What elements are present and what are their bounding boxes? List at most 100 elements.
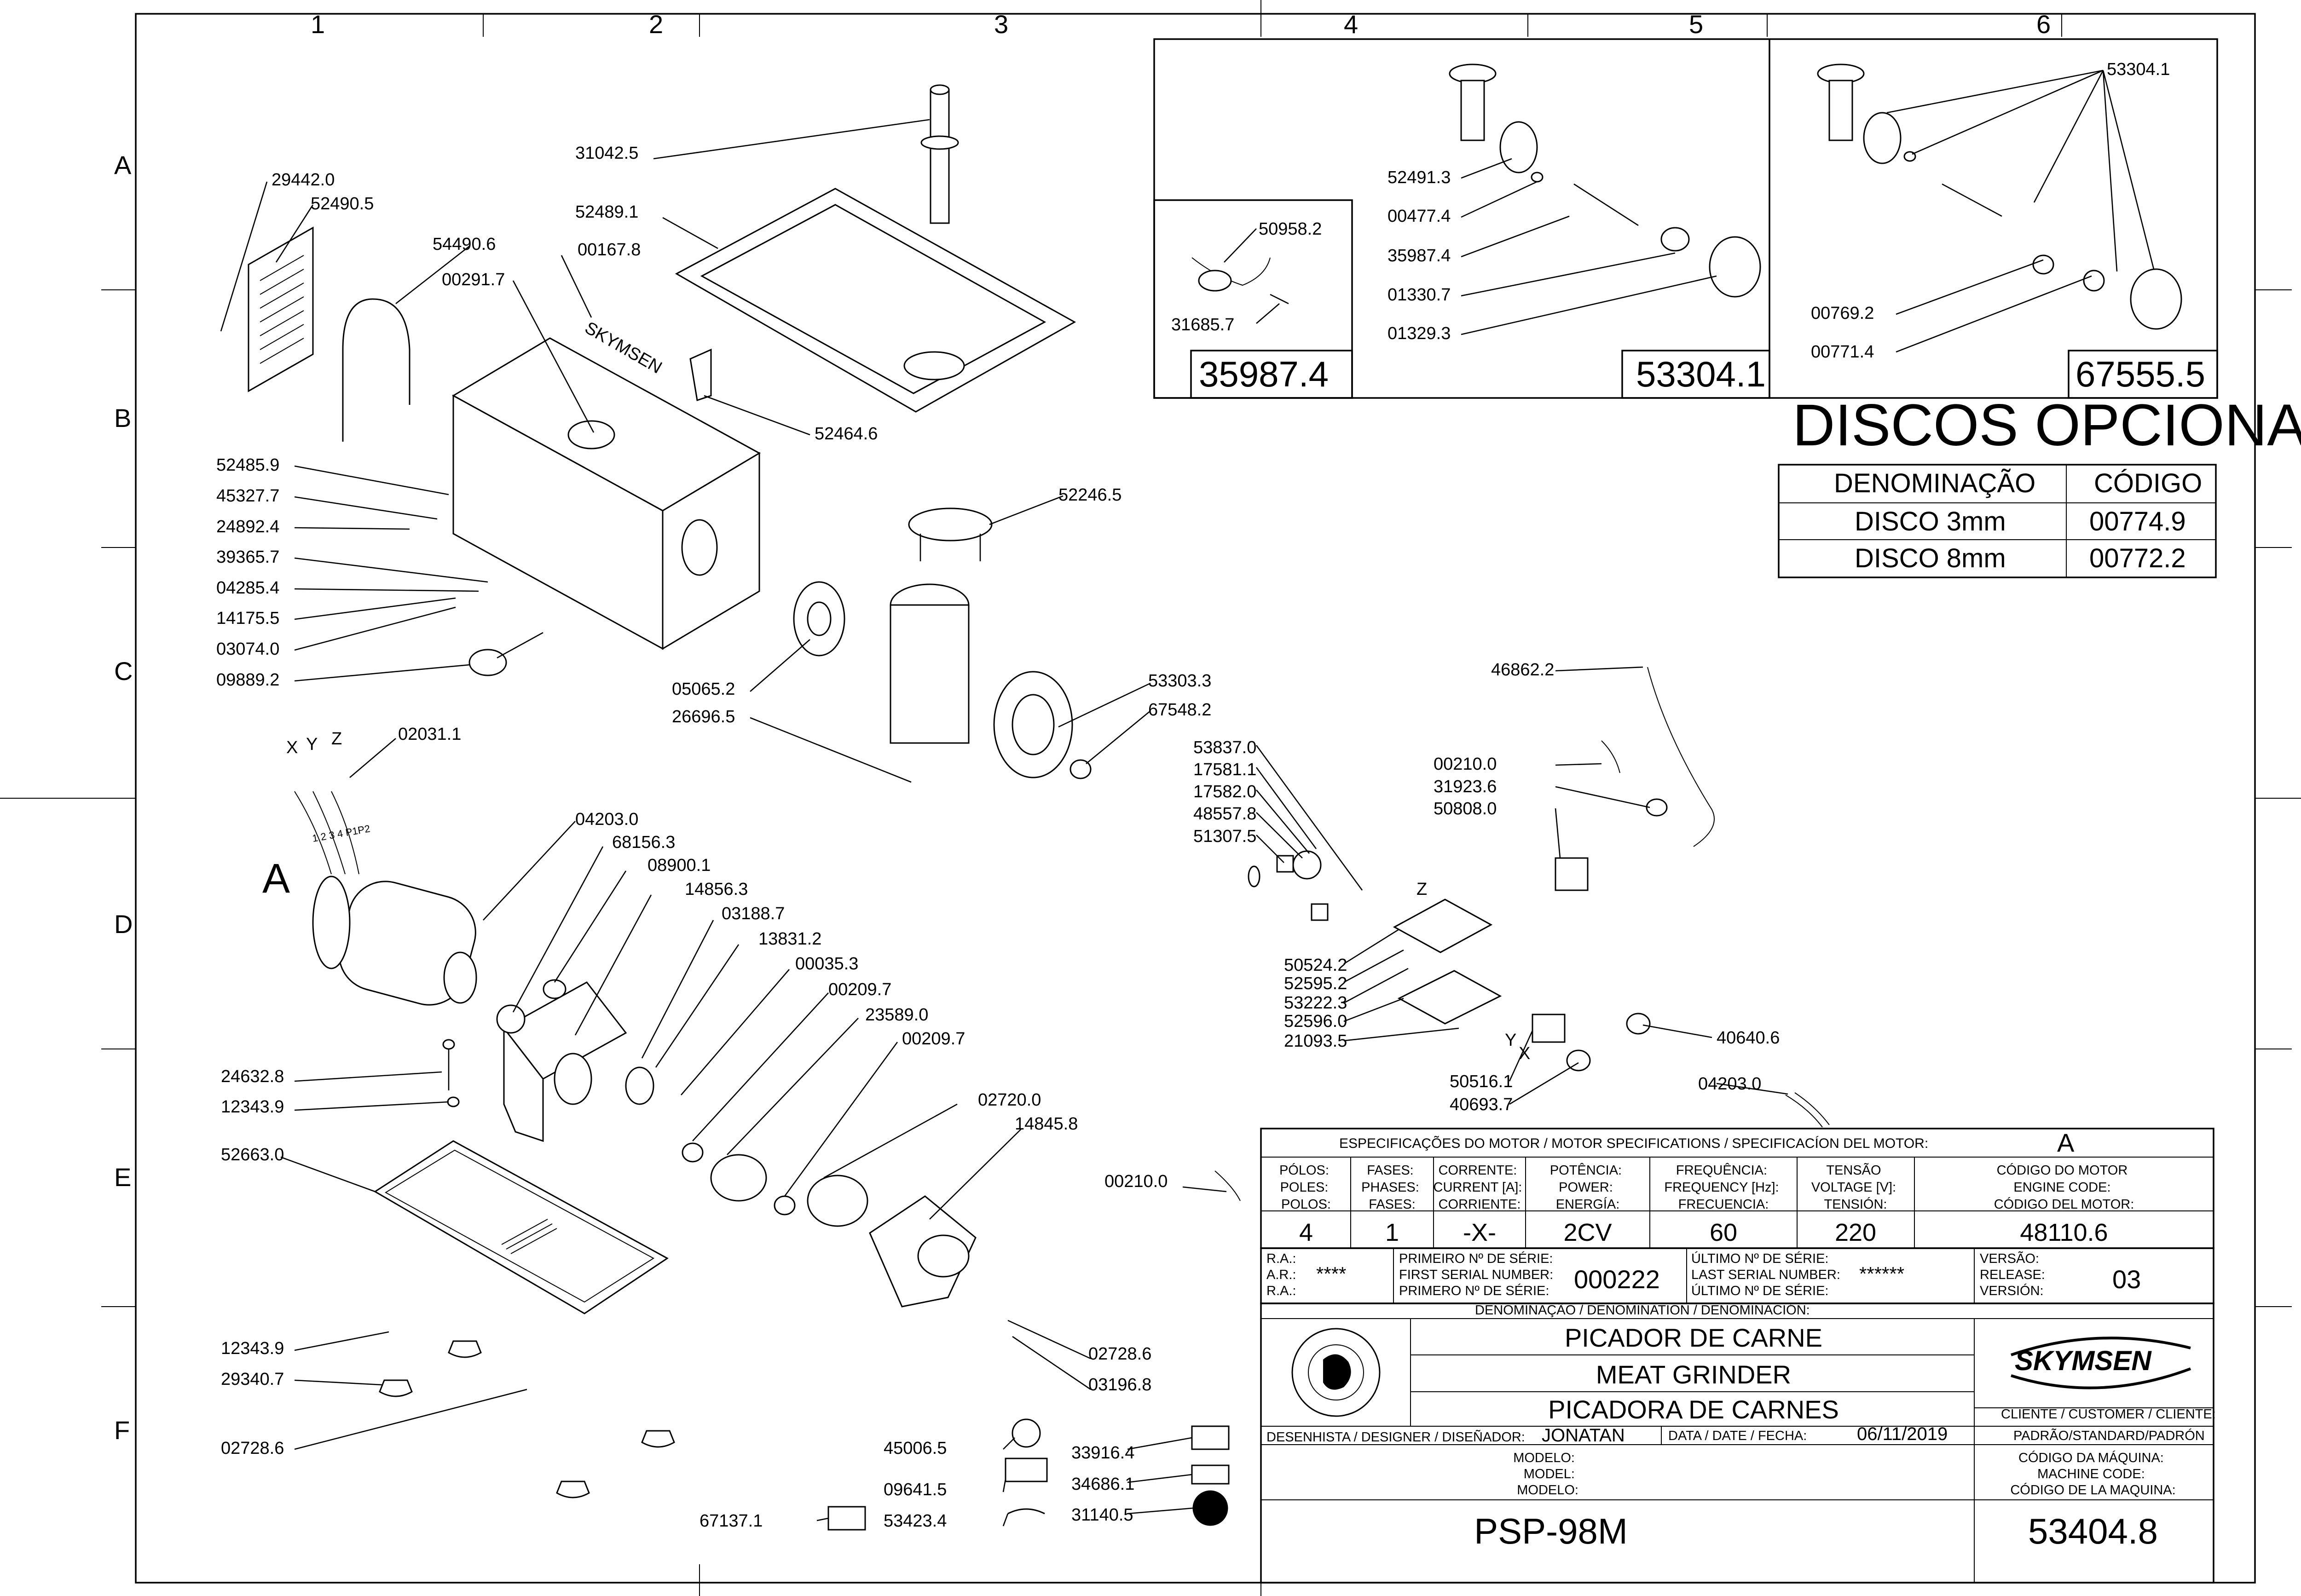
part-label: 00167.8 [578, 240, 641, 259]
axis-z: Z [331, 729, 342, 749]
part-label: 40693.7 [1450, 1095, 1513, 1114]
part-label: 04203.0 [1698, 1074, 1761, 1094]
name-en: MEAT GRINDER [1596, 1360, 1791, 1389]
part-label: 53304.1 [2107, 60, 2170, 79]
part-label: 21093.5 [1284, 1031, 1347, 1051]
part-label: 12343.9 [221, 1097, 284, 1117]
ra-value: **** [1316, 1263, 1346, 1285]
grid-col-2: 2 [649, 10, 663, 39]
machine-code-value: 53404.8 [2028, 1511, 2158, 1551]
motor-spec-table: ESPECIFICAÇÕES DO MOTOR / MOTOR SPECIFIC… [1260, 1128, 2214, 1249]
part-label: 08900.1 [648, 856, 711, 875]
grid-col-5: 5 [1689, 10, 1703, 39]
spec-frequency: 60 [1710, 1219, 1737, 1246]
spec-current: -X- [1463, 1219, 1496, 1246]
part-label: 17581.1 [1193, 760, 1256, 779]
axis-x-right: X [1519, 1044, 1530, 1063]
motor-marker: A [262, 856, 290, 902]
part-label: 31140.5 [1071, 1505, 1133, 1525]
optional-discs-table: DISCOS OPCIONAIS DENOMINAÇÃO CÓDIGO DISC… [1778, 392, 2301, 578]
part-label: 52464.6 [815, 424, 878, 444]
part-label: 45006.5 [884, 1439, 947, 1458]
part-label: 02720.0 [978, 1090, 1041, 1110]
part-label: 52595.2 [1284, 974, 1347, 993]
part-label: 67548.2 [1148, 700, 1211, 720]
date-label: DATA / DATE / FECHA: [1668, 1429, 1807, 1443]
denomination-label: DENOMINAÇÃO / DENOMINATION / DENOMINACIÓ… [1475, 1302, 1810, 1318]
designer-label: DESENHISTA / DESIGNER / DISEÑADOR: [1266, 1429, 1525, 1445]
kit-code: 53304.1 [1636, 354, 1766, 394]
disc-code: 00774.9 [2089, 507, 2186, 536]
disc-code: 00772.2 [2089, 543, 2186, 573]
part-label: 67137.1 [700, 1511, 763, 1531]
part-label: 03196.8 [1088, 1375, 1151, 1394]
part-label: 05065.2 [672, 680, 735, 699]
part-label: 02031.1 [398, 725, 461, 744]
part-label: 34686.1 [1071, 1475, 1134, 1494]
part-label: 52489.1 [575, 202, 638, 222]
part-label: 53222.3 [1284, 993, 1347, 1013]
part-label: 09641.5 [884, 1480, 947, 1499]
client-label: CLIENTE / CUSTOMER / CLIENTE: [2001, 1407, 2216, 1422]
part-label: 33916.4 [1071, 1443, 1134, 1463]
optional-discs-title: DISCOS OPCIONAIS [1792, 392, 2301, 458]
optional-kits-panel: 35987.4 53304.1 67555.5 [1153, 38, 2218, 399]
part-label: 46862.2 [1491, 660, 1554, 680]
part-label: 13831.2 [758, 929, 821, 949]
part-label: 14856.3 [685, 880, 748, 899]
part-label: 00035.3 [795, 954, 858, 974]
part-label: 31042.5 [575, 144, 638, 163]
discs-header-code: CÓDIGO [2094, 468, 2202, 498]
part-label: 52490.5 [311, 194, 374, 213]
column-ticks [483, 0, 2062, 1596]
grid-row-c: C [114, 657, 133, 686]
grid-row-d: D [114, 910, 133, 939]
part-label: 02728.6 [221, 1439, 284, 1458]
part-label: 02728.6 [1088, 1344, 1151, 1364]
date-value: 06/11/2019 [1857, 1424, 1948, 1444]
model-value: PSP-98M [1474, 1511, 1628, 1551]
part-label: 53837.0 [1193, 738, 1256, 757]
part-label: 40640.6 [1717, 1028, 1780, 1048]
part-label: 53303.3 [1148, 671, 1211, 691]
part-label: 50808.0 [1434, 799, 1497, 818]
first-serial-labels: PRIMEIRO Nº DE SÉRIE: FIRST SERIAL NUMBE… [1399, 1251, 1557, 1298]
part-label: 51307.5 [1193, 827, 1256, 846]
spec-header: FASES: PHASES: FASES: [1361, 1163, 1423, 1212]
part-label: 00771.4 [1811, 342, 1874, 362]
part-label: 52246.5 [1058, 485, 1122, 505]
spec-header: FREQUÊNCIA: FREQUENCY [Hz]: FRECUENCIA: [1664, 1163, 1782, 1212]
kit-code: 67555.5 [2076, 354, 2205, 394]
part-label: 14175.5 [216, 609, 279, 628]
part-label: 01329.3 [1388, 324, 1451, 343]
axis-z-right: Z [1416, 880, 1427, 899]
part-label: 53423.4 [884, 1511, 947, 1531]
grid-col-6: 6 [2036, 10, 2051, 39]
motor-spec-title: ESPECIFICAÇÕES DO MOTOR / MOTOR SPECIFIC… [1339, 1135, 1928, 1151]
spec-voltage: 220 [1835, 1219, 1876, 1246]
serials-row: R.A.: A.R.: R.A.: **** PRIMEIRO Nº DE SÉ… [1260, 1247, 2214, 1304]
part-label: 29442.0 [272, 170, 335, 190]
part-label: 50516.1 [1450, 1072, 1513, 1091]
axis-y: Y [306, 735, 318, 754]
axis-x: X [286, 738, 298, 757]
part-label: 00210.0 [1434, 755, 1497, 774]
part-label: 04285.4 [216, 578, 279, 598]
spec-header: TENSÃO VOLTAGE [V]: TENSIÓN: [1811, 1162, 1900, 1212]
spec-header: POTÊNCIA: POWER: ENERGÍA: [1550, 1163, 1625, 1212]
part-label: 45327.7 [216, 486, 279, 506]
kit-code: 35987.4 [1199, 354, 1329, 394]
part-label: 48557.8 [1193, 804, 1256, 824]
part-label: 00209.7 [828, 980, 891, 999]
part-label: 50958.2 [1259, 219, 1322, 239]
part-label: 26696.5 [672, 707, 735, 726]
grid-row-e: E [114, 1163, 131, 1192]
part-label: 01330.7 [1388, 285, 1451, 305]
part-label: 00210.0 [1104, 1172, 1168, 1191]
part-label: 68156.3 [612, 833, 675, 852]
axis-y-right: Y [1505, 1031, 1516, 1050]
motor-letter: A [2057, 1128, 2075, 1157]
part-label: 52596.0 [1284, 1012, 1347, 1031]
part-label: 14845.8 [1015, 1114, 1078, 1134]
svg-text:SKYMSEN: SKYMSEN [2015, 1345, 2152, 1376]
